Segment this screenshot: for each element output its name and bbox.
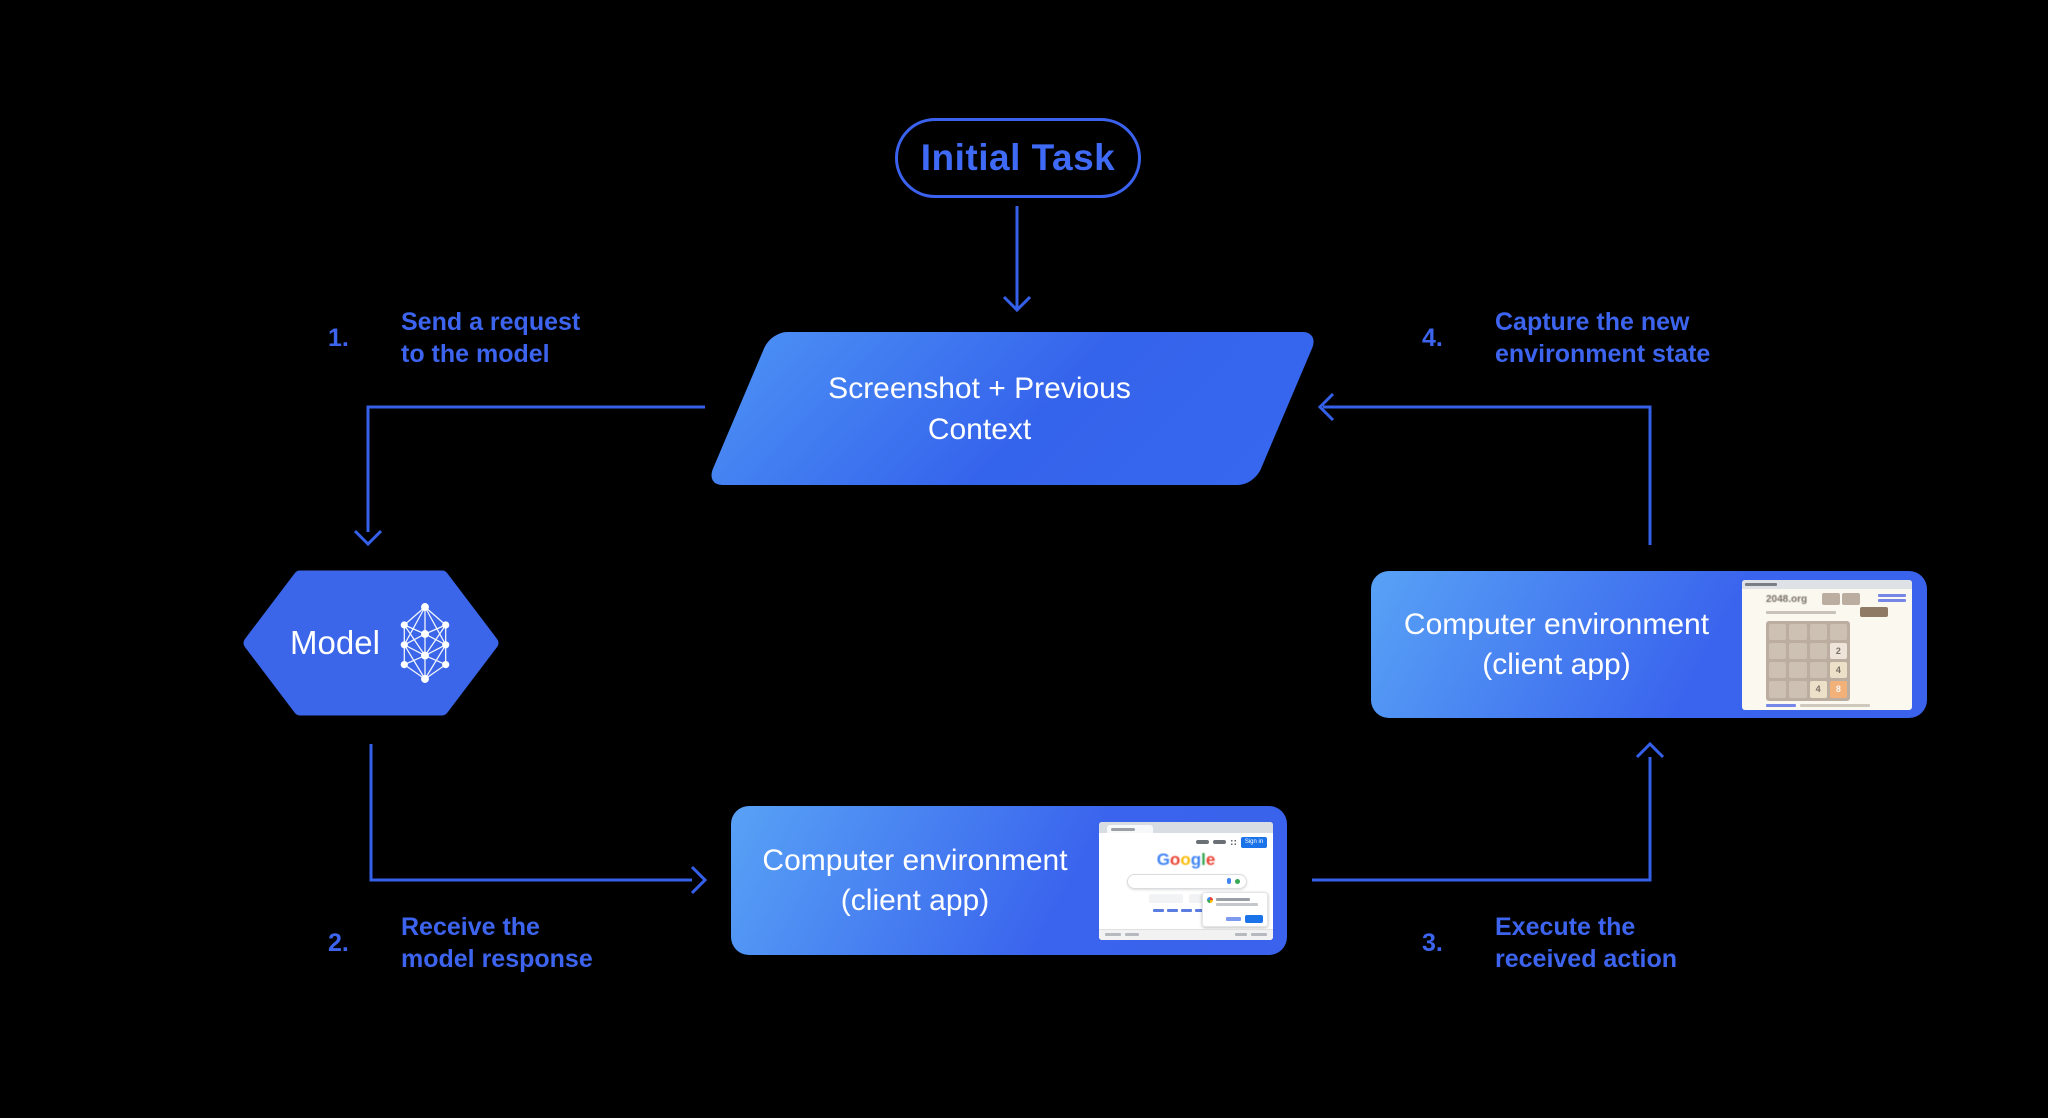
browser-tab-strip (1742, 579, 1912, 589)
model-label: Model (290, 624, 380, 661)
step-4-label: 4. Capture the new environment state (1422, 306, 1710, 370)
arrowhead-env2-to-context (1317, 392, 1335, 422)
computer-environment-node-bottom: Computer environment (client app) Sign i… (731, 806, 1287, 955)
env-bottom-label: Computer environment (client app) (731, 841, 1099, 921)
initial-task-node: Initial Task (895, 118, 1141, 198)
tile-2: 2 (1829, 642, 1847, 659)
browser-tab-title (1745, 582, 1777, 586)
hexagon-shape (243, 570, 499, 716)
header-links (1878, 593, 1906, 602)
env-right-label: Computer environment (client app) (1371, 605, 1742, 685)
dialog-dismiss-link (1226, 916, 1241, 921)
lens-icon (1235, 878, 1240, 884)
step-3-label: 3. Execute the received action (1422, 911, 1677, 975)
search-bar (1127, 873, 1247, 889)
arrowhead-model-to-env (690, 865, 708, 895)
step-4-number: 4. (1422, 324, 1443, 352)
game-grid: 2 4 4 8 (1766, 620, 1850, 701)
env-bottom-label-line2: (client app) (840, 883, 990, 917)
step-3-text: Execute the received action (1495, 913, 1678, 973)
screenshot-context-node: Screenshot + Previous Context (706, 332, 1319, 485)
best-box (1842, 592, 1860, 605)
how-to-play-link (1766, 703, 1796, 707)
tile-4: 4 (1809, 681, 1827, 698)
signin-dialog (1202, 891, 1268, 927)
2048-game-thumbnail: 2048.org 2 4 4 8 (1742, 579, 1912, 710)
arrow-env2-to-context (1323, 405, 1652, 545)
game-title: 2048.org (1766, 593, 1808, 605)
model-node: Model (242, 570, 500, 716)
step-2-number: 2. (328, 929, 349, 957)
apps-grid-icon (1230, 838, 1237, 846)
arrowhead-context-to-model (353, 529, 383, 547)
screenshot-context-label-line2: Context (927, 412, 1032, 446)
screenshot-context-label-line1: Screenshot + Previous (828, 371, 1131, 405)
game-subtitle (1766, 610, 1836, 614)
neural-network-icon (400, 603, 450, 683)
step-3-number: 3. (1422, 929, 1443, 957)
step-4-text: Capture the new environment state (1495, 308, 1711, 368)
arrowhead-task-to-context (1002, 295, 1032, 313)
new-game-button (1860, 606, 1888, 617)
step-1-number: 1. (328, 324, 349, 352)
computer-environment-node-right: Computer environment (client app) 2048.o… (1371, 571, 1927, 718)
arrowhead-env-to-env2 (1635, 741, 1665, 759)
images-link (1213, 840, 1226, 844)
arrow-model-to-env (369, 744, 692, 882)
mic-icon (1227, 878, 1231, 884)
arrow-context-to-model (366, 405, 705, 532)
tile-4: 4 (1829, 662, 1847, 679)
browser-tab-title (1111, 827, 1135, 831)
step-1-text: Send a request to the model (401, 308, 581, 368)
google-logo: Google (1156, 849, 1216, 869)
env-right-label-line2: (client app) (1482, 647, 1631, 681)
env-right-label-line1: Computer environment (1403, 607, 1710, 641)
initial-task-label: Initial Task (920, 137, 1116, 178)
step-1-label: 1. Send a request to the model (328, 306, 580, 370)
browser-tab-strip (1099, 821, 1273, 833)
google-search-button (1149, 893, 1183, 903)
google-g-icon (1207, 896, 1213, 903)
arrow-env-to-env2 (1312, 757, 1652, 882)
step-2-text: Receive the model response (401, 913, 593, 973)
dialog-signin-button (1245, 914, 1263, 923)
google-homepage-thumbnail: Sign in Google (1099, 821, 1273, 940)
score-box (1822, 592, 1840, 605)
signin-button: Sign in (1241, 836, 1267, 848)
env-bottom-label-line1: Computer environment (762, 843, 1068, 877)
tile-8: 8 (1829, 681, 1847, 698)
gmail-link (1196, 840, 1209, 844)
step-2-label: 2. Receive the model response (328, 911, 593, 975)
footer-bar (1099, 928, 1273, 940)
